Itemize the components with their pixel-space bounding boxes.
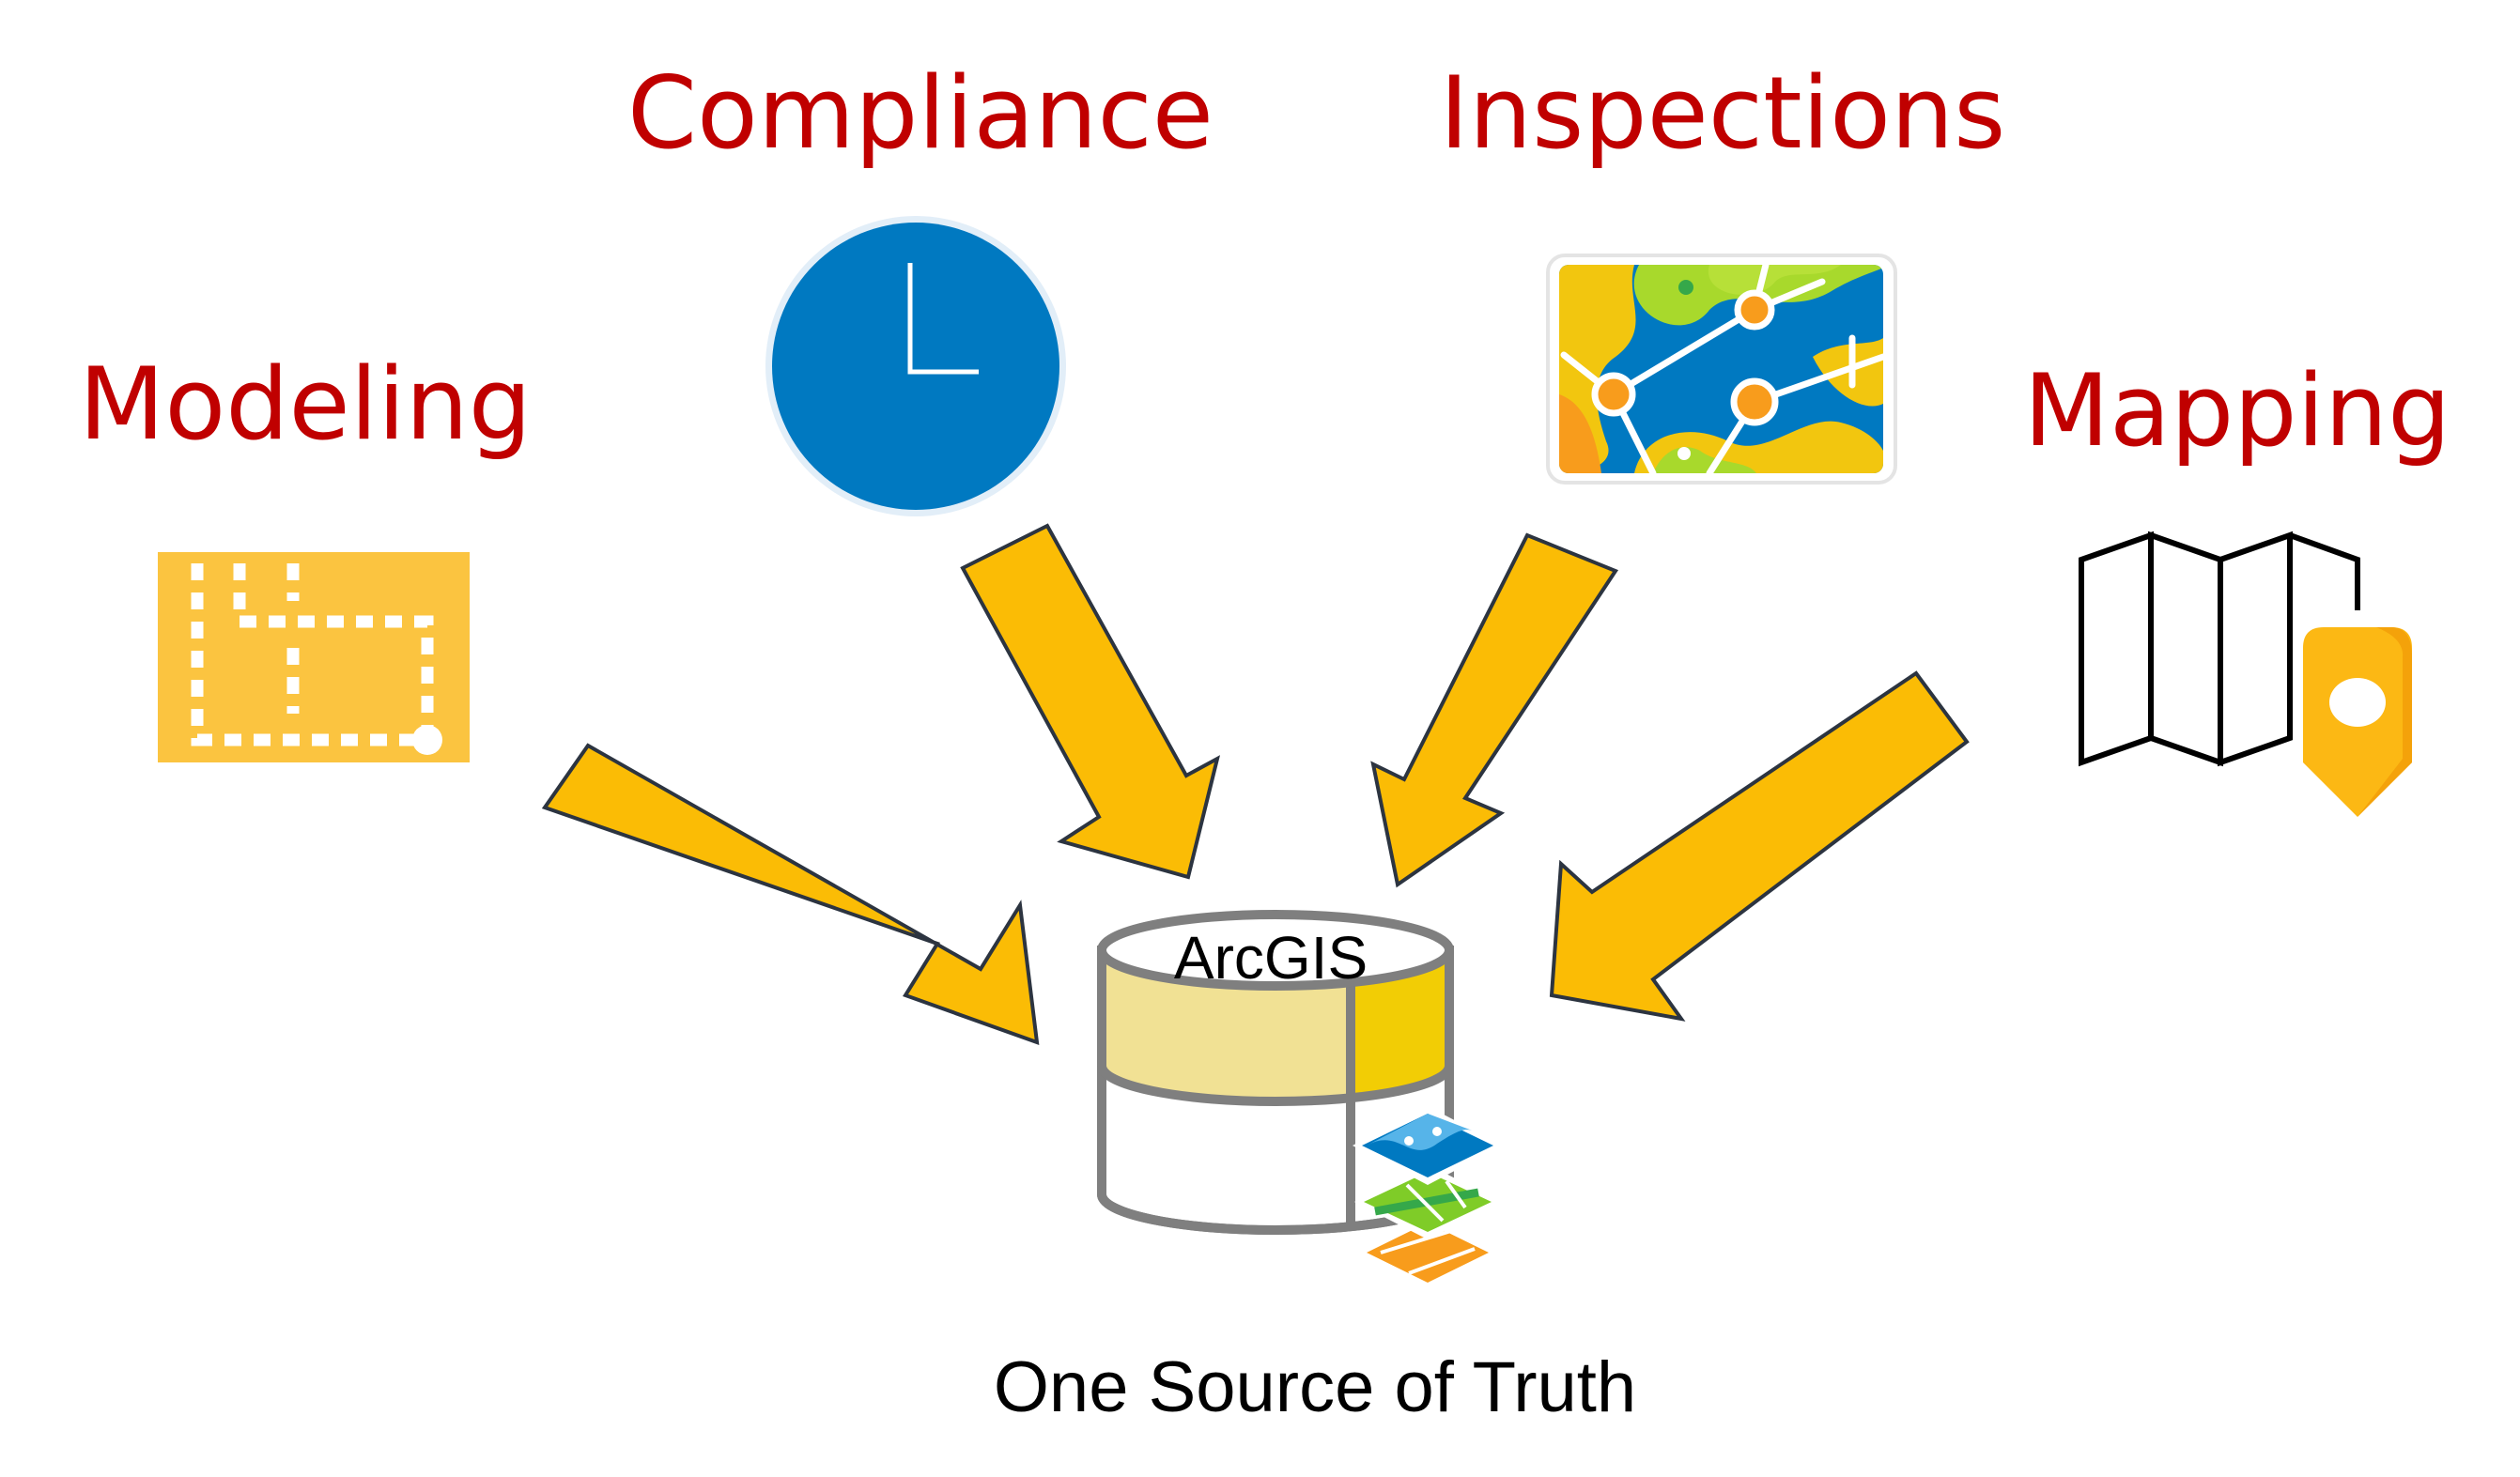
arrows <box>541 523 1970 1045</box>
network-map-icon <box>1546 254 1897 485</box>
label-mapping: Mapping <box>2023 353 2451 469</box>
clock-icon <box>765 216 1066 516</box>
database-icon <box>1097 910 1454 1235</box>
arrow-from-compliance <box>960 523 1221 880</box>
map-layers-icon <box>1353 1106 1503 1289</box>
label-inspections: Inspections <box>1439 55 2006 171</box>
arrow-from-modeling <box>541 743 1040 1045</box>
database-title: ArcGIS <box>1173 924 1368 992</box>
label-modeling: Modeling <box>78 346 533 462</box>
floor-plan-icon <box>158 552 470 762</box>
arrow-from-mapping <box>1549 670 1970 1022</box>
arrow-from-inspections <box>1370 532 1619 888</box>
folded-map-pin-icon <box>2079 531 2420 817</box>
caption-one-source-of-truth: One Source of Truth <box>993 1347 1637 1427</box>
label-compliance: Compliance <box>627 55 1214 171</box>
